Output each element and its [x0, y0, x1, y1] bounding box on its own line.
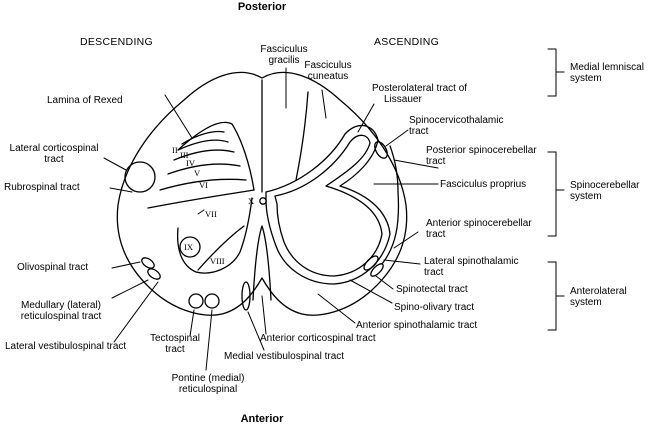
right-grey-matter-inner	[274, 134, 383, 277]
lateral-spinothalamic-label: Lateral spinothalamic tract	[424, 256, 519, 278]
anterior-label: Anterior	[240, 413, 284, 425]
lamina-VI-label: VI	[199, 180, 208, 190]
posterolateral-lissauer-label: Posterolateral tract of Lissauer	[372, 83, 468, 105]
lamina-IX-label: IX	[184, 242, 193, 252]
ascending-heading: ASCENDING	[374, 36, 440, 48]
medial-vestibulospinal-label: Medial vestibulospinal tract	[224, 351, 345, 362]
lamina-V-label: V	[194, 168, 201, 178]
left-grey-boundary	[147, 189, 255, 209]
medullary-reticulospinal-shape	[147, 268, 161, 280]
lamina-IV-border	[173, 149, 235, 161]
lamina-of-rexed-label: Lamina of Rexed	[47, 95, 123, 106]
spino-olivary-label: Spino-olivary tract	[394, 302, 475, 313]
lamina-V-border	[167, 163, 241, 175]
anterior-spinothalamic-label: Anterior spinothalamic tract	[356, 320, 478, 331]
posterior-spinocerebellar-label: Posterior spinocerebellar tract	[426, 145, 537, 167]
medial-vestibulospinal-shape	[241, 281, 251, 311]
lamina-VIII-label: VIII	[210, 256, 225, 266]
left-dorsal-horn-edge	[177, 121, 255, 191]
pontine-reticulospinal-shape	[204, 293, 220, 309]
olivospinal-tract-shape	[141, 257, 155, 269]
anterolateral-bracket	[547, 261, 565, 331]
lamina-II-border	[181, 130, 225, 145]
lateral-vestibulospinal-label: Lateral vestibulospinal tract	[5, 341, 127, 352]
leader-lines	[103, 67, 439, 371]
fasciculus-cuneatus-label: Fasciculus cuneatus	[304, 60, 352, 82]
right-grey-matter-outer	[265, 124, 391, 285]
spinotectal-label: Spinotectal tract	[396, 284, 468, 295]
lamina-III-border	[177, 139, 229, 151]
lamina-VIII-border	[197, 225, 245, 271]
fasciculus-gracilis-label: Fasciculus gracilis	[260, 44, 308, 66]
left-ventral-horn	[176, 197, 253, 274]
lamina-VII-label: VII	[205, 209, 217, 219]
fasciculus-cuneatus-border	[295, 91, 309, 181]
medial-lemniscal-bracket	[547, 48, 565, 97]
anterior-median-fissure	[252, 225, 272, 301]
spinotectal-shape	[370, 263, 384, 277]
spinocerebellar-system-label: Spinocerebellar system	[570, 180, 640, 202]
lamina-II-label: II	[172, 145, 178, 155]
lamina-IV-label: IV	[186, 158, 195, 168]
anterior-spinocerebellar-label: Anterior spinocerebellar tract	[426, 218, 532, 240]
olivospinal-label: Olivospinal tract	[17, 262, 89, 273]
lateral-spinothalamic-shape	[363, 255, 379, 271]
tectospinal-tract-shape	[188, 293, 204, 309]
spinocerebellar-bracket	[547, 151, 565, 237]
rubrospinal-label: Rubrospinal tract	[4, 182, 80, 193]
lamina-IX-circle	[179, 236, 201, 258]
anterolateral-system-label: Anterolateral system	[570, 286, 627, 308]
descending-heading: DESCENDING	[80, 36, 154, 48]
spinocervicothalamic-label: Spinocervicothalamic tract	[409, 115, 504, 137]
spinocervicothalamic-shape	[374, 141, 388, 159]
central-canal	[259, 197, 267, 205]
posterior-label: Posterior	[237, 1, 287, 13]
posterior-spinocerebellar-outer	[381, 191, 400, 265]
medullary-reticulospinal-label: Medullary (lateral) reticulospinal tract	[20, 300, 102, 322]
fasciculus-proprius-label: Fasciculus proprius	[440, 179, 527, 190]
lamina-III-label: III	[180, 150, 189, 160]
tectospinal-label: Tectospinal tract	[149, 333, 201, 355]
lamina-X-label: X	[248, 196, 255, 206]
lateral-corticospinal-label: Lateral corticospinal tract	[9, 143, 99, 165]
anterior-corticospinal-label: Anterior corticospinal tract	[260, 333, 376, 344]
lateral-corticospinal-tract-shape	[124, 161, 156, 193]
pontine-reticulospinal-label: Pontine (medial) reticulospinal	[171, 373, 245, 395]
medial-lemniscal-system-label: Medial lemniscal system	[570, 62, 644, 84]
posterior-spinocerebellar-inner	[389, 145, 399, 193]
lamina-VI-border	[159, 178, 247, 191]
